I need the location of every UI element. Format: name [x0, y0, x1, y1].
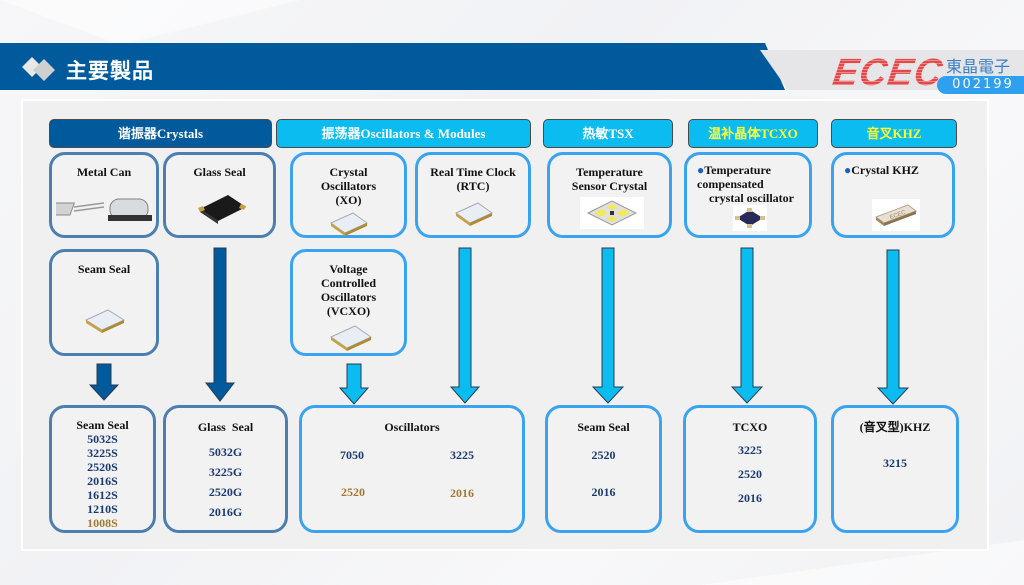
size-value: 2016S: [87, 474, 118, 488]
size-list: 5032S 3225S 2520S 2016S 1612S 1210S 1008…: [52, 432, 153, 530]
title-bar: [0, 43, 785, 90]
card-seam-seal: Seam Seal: [49, 249, 159, 356]
size-value: 2520: [591, 448, 616, 462]
size-value: 1008S: [87, 516, 118, 530]
size-value: 5032G: [208, 445, 243, 459]
category-tsx: 热敏TSX: [543, 119, 673, 148]
result-tcxo: TCXO 3225 2520 2016: [683, 405, 817, 533]
category-oscillators: 振荡器Oscillators & Modules: [276, 119, 531, 148]
size-value: 2520: [738, 467, 762, 481]
size-value: 2520S: [87, 460, 118, 474]
size-value: 1612S: [87, 488, 118, 502]
seam-seal-crystal-icon: [84, 309, 126, 333]
size-value: 2016: [591, 485, 616, 499]
glass-seal-crystal-icon: [198, 195, 246, 224]
size-value: 2016: [450, 486, 474, 500]
svg-text:ECEC: ECEC: [889, 210, 907, 222]
size-value: 2520G: [208, 485, 243, 499]
arrow-down-icon: [877, 249, 909, 405]
arrow-down-icon: [592, 247, 624, 404]
vcxo-chip-icon: [329, 325, 373, 351]
bullet-icon: ●: [697, 163, 705, 177]
card-title: TCXO: [732, 420, 768, 434]
card-title: Temperature Sensor Crystal: [571, 165, 648, 193]
size-list: 3225 2520 2016: [686, 438, 814, 510]
card-title: Oscillators: [384, 420, 440, 434]
card-rtc: Real Time Clock (RTC): [415, 152, 531, 238]
size-list: 5032G 3225G 2520G 2016G: [166, 442, 285, 522]
card-title: Seam Seal: [76, 418, 129, 432]
card-title: Voltage Controlled Oscillators (VCXO): [320, 262, 377, 318]
stock-code-badge: 002199: [937, 76, 1024, 94]
card-title: Crystal Oscillators (XO): [320, 165, 377, 207]
card-title: Metal Can: [76, 165, 132, 179]
category-tcxo: 温补晶体TCXO: [688, 119, 818, 148]
card-title: ●Temperature compensated crystal oscilla…: [697, 163, 794, 205]
size-value: 3225G: [208, 465, 243, 479]
size-value: 2520: [341, 485, 365, 499]
metal-can-crystal-icon: [56, 198, 152, 221]
size-value: 3225: [450, 448, 474, 462]
rtc-chip-icon: [455, 202, 493, 226]
size-value: 2016: [738, 491, 762, 505]
category-crystals: 谐振器Crystals: [49, 119, 272, 148]
card-tsx: Temperature Sensor Crystal: [547, 152, 672, 238]
page-title: 主要製品: [66, 59, 154, 83]
temp-sensor-chip-icon: [580, 197, 644, 229]
card-title: Real Time Clock (RTC): [430, 165, 516, 193]
khz-crystal-icon: ECEC: [872, 199, 920, 231]
size-value: 3225S: [87, 446, 118, 460]
background-shape: [0, 0, 300, 45]
arrow-down-icon: [339, 363, 369, 405]
result-seam-seal: Seam Seal 5032S 3225S 2520S 2016S 1612S …: [49, 405, 156, 533]
tcxo-chip-icon: [733, 205, 767, 231]
arrow-down-icon: [731, 247, 763, 404]
size-value: 1210S: [87, 502, 118, 516]
oscillator-chip-icon: [330, 212, 368, 236]
card-title: Glass Seal: [197, 420, 254, 434]
result-glass-seal: Glass Seal 5032G 3225G 2520G 2016G: [163, 405, 288, 533]
result-tsx-seam-seal: Seam Seal 2520 2016: [545, 405, 662, 533]
result-oscillators: Oscillators 7050 3225 2520 2016: [299, 405, 525, 533]
card-glass-seal: Glass Seal: [163, 152, 276, 238]
size-list: 2520 2016: [548, 448, 659, 500]
size-value: 7050: [340, 448, 364, 462]
arrow-down-icon: [89, 363, 119, 401]
arrow-down-icon: [450, 247, 480, 404]
brand-logo: ECEC: [830, 52, 946, 94]
card-title: Glass Seal: [193, 165, 246, 179]
card-khz: ●Crystal KHZ ECEC: [831, 152, 955, 238]
diamond-logo-icon: [22, 57, 55, 81]
card-title: Seam Seal: [577, 420, 630, 434]
size-value: 5032S: [87, 432, 118, 446]
size-list: 3215: [834, 456, 956, 471]
card-metal-can: Metal Can: [49, 152, 159, 238]
card-tcxo: ●Temperature compensated crystal oscilla…: [684, 152, 812, 238]
arrow-down-icon: [205, 247, 235, 402]
card-title: ●Crystal KHZ: [844, 163, 919, 177]
size-value: 2016G: [208, 505, 243, 519]
card-vcxo: Voltage Controlled Oscillators (VCXO): [290, 249, 407, 356]
result-khz: (音叉型)KHZ 3215: [831, 405, 959, 533]
size-value: 3225: [738, 443, 762, 457]
card-title: Seam Seal: [77, 262, 131, 276]
company-name: 東晶電子: [946, 57, 1011, 76]
bullet-icon: ●: [844, 163, 852, 177]
category-khz: 音叉KHZ: [831, 119, 957, 148]
card-title: (音叉型)KHZ: [859, 420, 931, 434]
size-value: 3215: [883, 456, 907, 470]
card-xo: Crystal Oscillators (XO): [290, 152, 407, 238]
